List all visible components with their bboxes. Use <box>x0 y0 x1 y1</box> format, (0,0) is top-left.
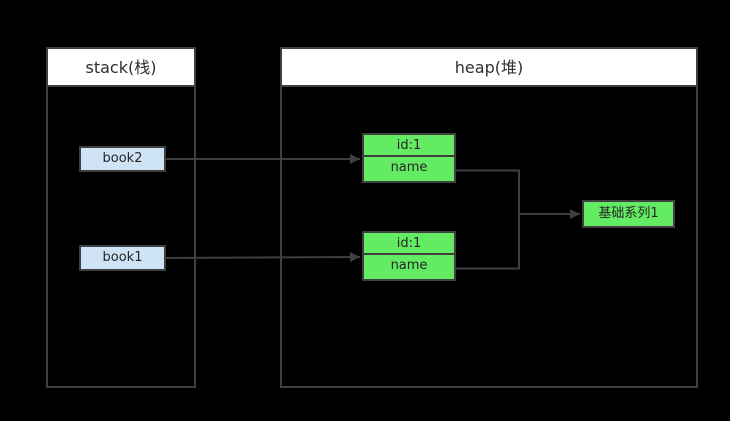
heap-shared-value-node: 基础系列1 <box>582 200 675 228</box>
heap-object-2: id:1 name <box>362 231 456 281</box>
object-field-id: id:1 <box>364 135 454 157</box>
heap-header: heap(堆) <box>282 49 696 87</box>
heap-region-box: heap(堆) <box>280 47 698 388</box>
variable-label: book1 <box>102 250 143 265</box>
stack-variable-book1: book1 <box>79 245 166 271</box>
object-field-name: name <box>390 258 428 273</box>
stack-header: stack(栈) <box>48 49 194 87</box>
object-field-id: id:1 <box>364 233 454 255</box>
object-field-name: name <box>390 160 428 175</box>
stack-region-box: stack(栈) <box>46 47 196 388</box>
stack-variable-book2: book2 <box>79 146 166 172</box>
variable-label: book2 <box>102 151 143 166</box>
stack-title: stack(栈) <box>85 58 157 77</box>
heap-title: heap(堆) <box>454 58 524 77</box>
heap-object-1: id:1 name <box>362 133 456 183</box>
shared-value-label: 基础系列1 <box>598 206 659 221</box>
